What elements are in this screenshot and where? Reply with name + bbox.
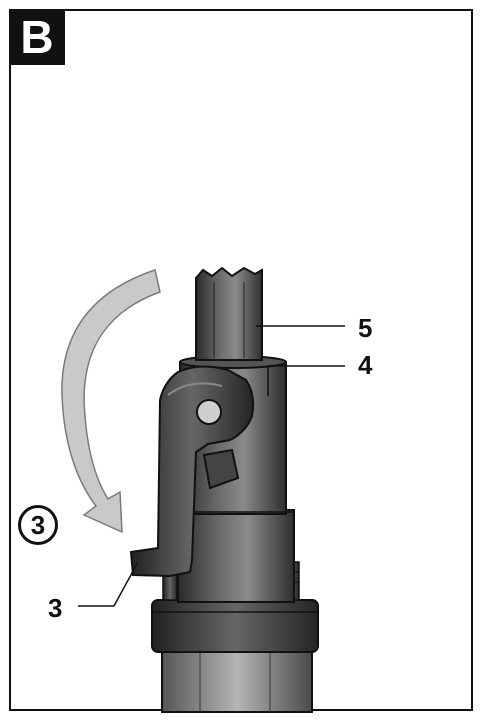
locking-lever [129, 365, 255, 578]
collar [151, 599, 319, 653]
callout-label-4: 4 [358, 350, 373, 380]
lower-housing [161, 649, 313, 713]
shaft [195, 266, 263, 361]
step-marker-circle: 3 [18, 505, 58, 545]
rotation-arrow [61, 269, 161, 534]
leader-lines [78, 325, 345, 607]
callout-label-3: 3 [48, 593, 63, 623]
figure-badge: B [9, 9, 65, 65]
screw-left [162, 574, 178, 601]
callout-label-5: 5 [358, 313, 373, 343]
